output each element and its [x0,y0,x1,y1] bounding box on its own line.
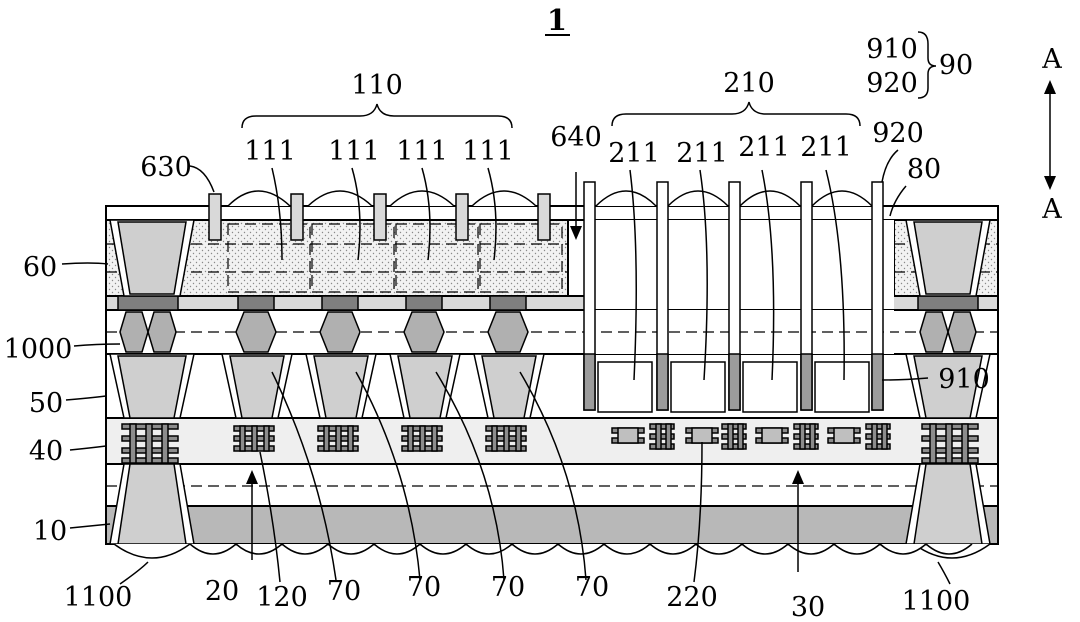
label-111-1: 111 [244,136,296,167]
brace-90 [917,31,937,99]
top-cover-layer [105,205,999,221]
label-640: 640 [550,122,602,153]
label-630: 630 [140,152,192,183]
figure-number: 1 [547,3,567,37]
pixel-boxes-211 [597,361,870,413]
label-211-2: 211 [676,138,728,169]
vias-70 [221,353,545,419]
label-910-top: 910 [866,34,918,65]
pixel-cells-111 [227,223,563,293]
layer-10 [105,505,999,545]
brace-110 [241,103,513,129]
label-111-2: 111 [328,136,380,167]
pillars-630 [208,193,551,241]
label-20: 20 [205,576,239,607]
label-120: 120 [256,582,308,613]
walls-920-910 [583,181,884,411]
label-910: 910 [938,364,990,395]
label-110: 110 [351,70,403,101]
through-via-left [109,219,195,545]
label-211-1: 211 [608,138,660,169]
label-30: 30 [791,592,825,622]
label-920: 920 [872,118,924,149]
layer-mid [105,463,999,507]
label-70-1: 70 [327,576,361,607]
label-1100-right: 1100 [902,586,971,617]
arrow-20 [246,470,258,484]
label-70-3: 70 [491,572,525,603]
label-50: 50 [29,388,63,419]
label-90: 90 [939,50,973,81]
arrow-640 [570,226,582,240]
label-80: 80 [907,154,941,185]
lens-bumps-110 [227,190,537,207]
label-a-top: A [1041,44,1062,75]
label-a-bottom: A [1041,194,1062,225]
label-111-4: 111 [462,136,514,167]
figure-labels: 1 110 210 910 920 90 A A 630 111 111 111… [4,3,1063,622]
brace-210 [611,101,861,127]
bumps-1000 [119,311,977,353]
pads-120 [117,295,979,311]
label-211-3: 211 [738,132,790,163]
interconnect-stacks-40 [121,423,979,464]
label-920-top: 920 [866,68,918,99]
label-40: 40 [29,436,63,467]
label-60: 60 [23,252,57,283]
arrow-30 [792,470,804,484]
label-210: 210 [723,68,775,99]
bottom-bumps [113,543,991,559]
section-arrow-a [1044,80,1056,190]
label-70-2: 70 [407,572,441,603]
label-1000: 1000 [4,334,73,365]
label-1100-left: 1100 [64,582,133,613]
leader-lines [61,149,951,585]
through-via-right [905,219,991,545]
label-70-4: 70 [575,572,609,603]
label-111-3: 111 [396,136,448,167]
label-211-4: 211 [800,132,852,163]
label-10: 10 [33,516,67,547]
label-220: 220 [666,582,718,613]
lens-bumps-210 [595,190,873,207]
